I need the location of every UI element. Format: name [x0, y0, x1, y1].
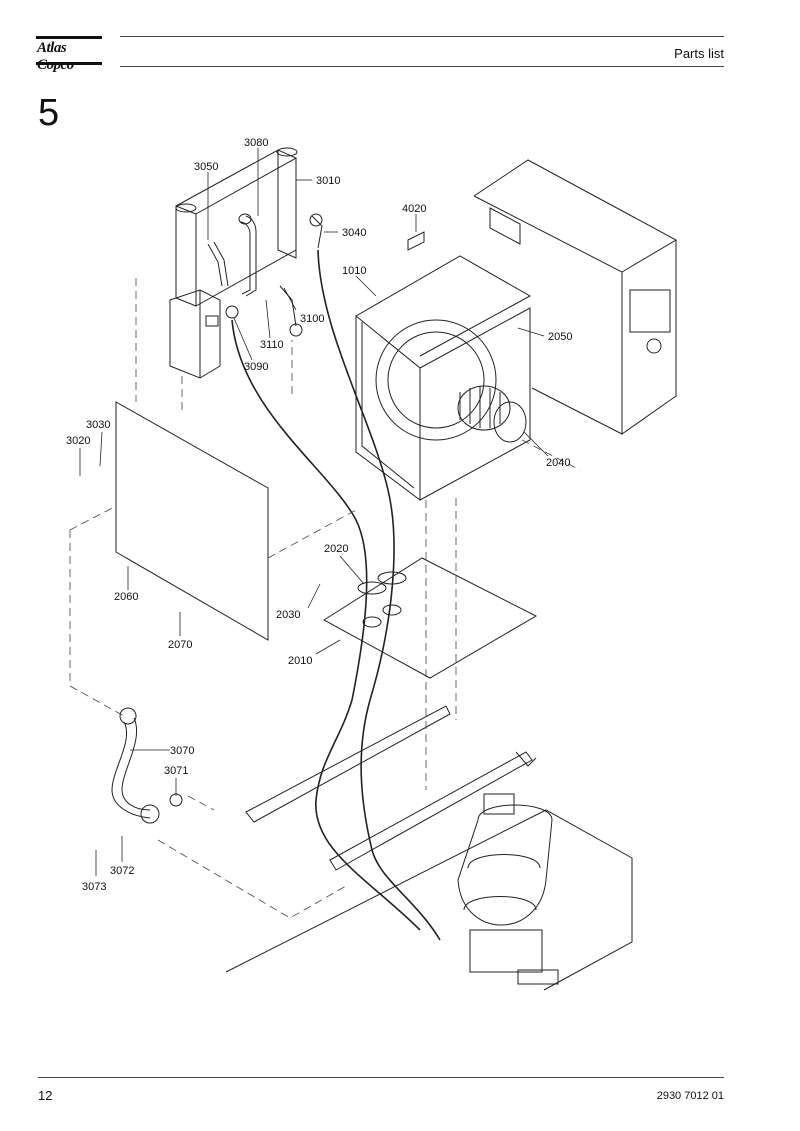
leader-1010 [355, 275, 377, 297]
flex-hose-2 [317, 249, 441, 941]
callout-1010: 1010 [342, 265, 366, 277]
callout-3010: 3010 [316, 175, 340, 187]
dash-line [157, 839, 347, 919]
footer-rule [38, 1077, 724, 1078]
dash-line [267, 509, 357, 559]
callout-3080: 3080 [244, 137, 268, 149]
header-rule-bottom [120, 66, 724, 67]
enclosure-box [473, 159, 678, 435]
part-callouts: 3080 3050 3010 3040 4020 1010 2050 3100 … [66, 137, 572, 893]
logo-bar-top [36, 36, 102, 39]
atlas-copco-logo: Atlas Copco [36, 36, 102, 73]
leader-3110 [265, 299, 271, 339]
callout-2040: 2040 [546, 457, 570, 469]
base-plate [323, 557, 538, 679]
leader-2040 [523, 431, 549, 457]
callout-4020: 4020 [402, 203, 426, 215]
dash-line [69, 530, 125, 717]
callout-3050: 3050 [194, 161, 218, 173]
cooler-assembly [169, 147, 323, 379]
hose-assembly [111, 707, 183, 824]
page-number: 12 [38, 1088, 53, 1103]
leader-2010 [315, 639, 341, 655]
fan-housing [355, 231, 532, 501]
callout-2060: 2060 [114, 591, 138, 603]
support-rails [245, 705, 537, 871]
logo-wordmark: Atlas Copco [37, 40, 74, 73]
compressor-unit [225, 793, 633, 991]
callout-3040: 3040 [342, 227, 366, 239]
leader-2050 [517, 327, 545, 337]
leader-2030 [307, 583, 321, 609]
document-title: Parts list [674, 46, 724, 61]
callout-3110: 3110 [260, 339, 284, 351]
leader-3100 [283, 287, 297, 311]
callout-3090: 3090 [244, 361, 268, 373]
leader-2020 [339, 555, 365, 585]
callout-2070: 2070 [168, 639, 192, 651]
logo-bar-bottom [36, 62, 102, 65]
callout-3072: 3072 [110, 865, 134, 877]
document-number: 2930 7012 01 [656, 1090, 724, 1102]
callout-3100: 3100 [300, 313, 324, 325]
callout-3030: 3030 [86, 419, 110, 431]
callout-3071: 3071 [164, 765, 188, 777]
leader-3090 [233, 317, 253, 361]
callout-2050: 2050 [548, 331, 572, 343]
callout-2010: 2010 [288, 655, 312, 667]
callout-3020: 3020 [66, 435, 90, 447]
dash-line [187, 795, 215, 811]
dash-line [521, 439, 581, 471]
door-panel [115, 401, 269, 641]
section-number: 5 [38, 92, 60, 134]
callout-3073: 3073 [82, 881, 106, 893]
leader-3030 [99, 431, 103, 467]
flex-hose-1 [231, 319, 421, 931]
callout-3070: 3070 [170, 745, 194, 757]
callout-2020: 2020 [324, 543, 348, 555]
header-rule-top [120, 36, 724, 37]
dash-line [69, 505, 117, 531]
callout-2030: 2030 [276, 609, 300, 621]
